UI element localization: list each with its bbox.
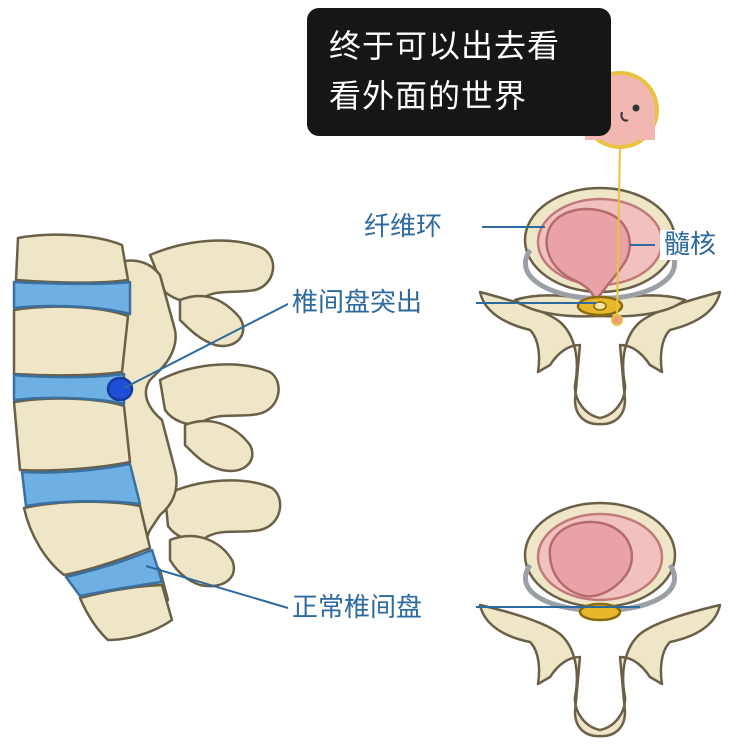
- axial-view-normal: [478, 501, 722, 738]
- posterior-arch-herniated: [478, 290, 722, 426]
- vertebral-body-1: [14, 233, 130, 284]
- spinous-process-3: [163, 479, 282, 542]
- callout-line-1: 终于可以出去看: [329, 27, 561, 65]
- callout-line-2: 看外面的世界: [329, 77, 528, 115]
- vertebral-body-3: [12, 397, 132, 472]
- facet-3: [168, 534, 236, 588]
- nucleus-normal: [548, 520, 634, 598]
- disc-3: [20, 462, 142, 508]
- facet-2: [183, 419, 254, 473]
- label-herniation: 椎间盘突出: [288, 288, 427, 318]
- label-annulus: 纤维环: [360, 212, 447, 242]
- speech-callout: 终于可以出去看 看外面的世界: [307, 8, 611, 136]
- spine-side-view: [12, 233, 282, 642]
- nucleus-herniated: [545, 207, 632, 304]
- spinous-process-1: [148, 239, 275, 304]
- axial-view-herniated: [478, 186, 722, 426]
- disc-4: [64, 548, 164, 598]
- herniated-bulge: [106, 376, 134, 402]
- cord-center-herniated: [593, 301, 607, 311]
- label-normal-disc: 正常椎间盘: [288, 593, 427, 623]
- spinous-process-2: [158, 363, 280, 426]
- label-nucleus: 髓核: [660, 230, 721, 260]
- vertebral-body-2: [12, 305, 130, 377]
- leader-lines-herniated: [476, 226, 655, 304]
- facet-1: [178, 294, 245, 348]
- disc-2: [12, 372, 126, 406]
- posterior-arch-normal: [478, 603, 722, 738]
- disc-1: [12, 280, 132, 316]
- leader-lines-left: [123, 302, 291, 609]
